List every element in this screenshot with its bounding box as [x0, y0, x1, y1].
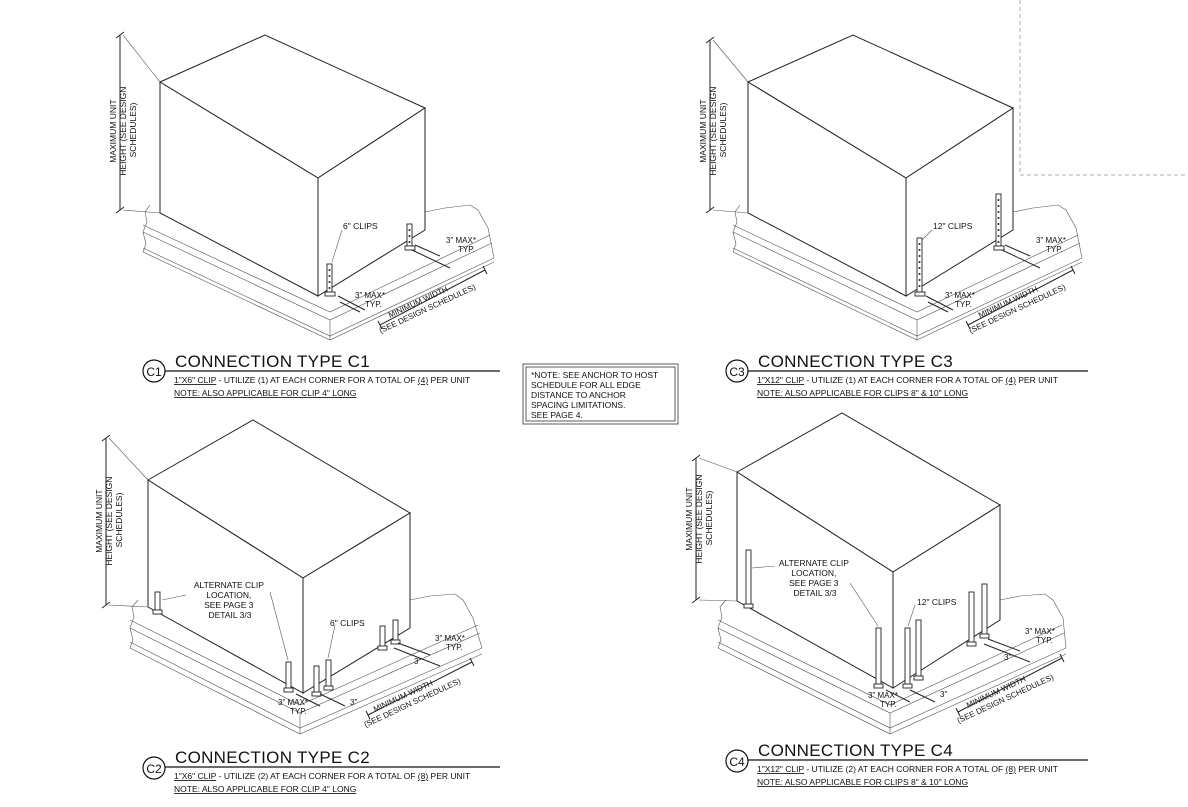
dimensions-c4 — [691, 454, 1065, 717]
note-c4: NOTE: ALSO APPLICABLE FOR CLIPS 8" & 10"… — [757, 777, 968, 787]
detail-c4: MAXIMUM UNIT HEIGHT (SEE DESIGN SCHEDULE… — [684, 412, 1088, 787]
title-block-c4: C4 CONNECTION TYPE C4 1"X12" CLIP - UTIL… — [725, 741, 1088, 787]
title-block-c1: C1 CONNECTION TYPE C1 1"X6" CLIP - UTILI… — [142, 352, 500, 398]
width-label-c2: MINIMUM WIDTH(SEE DESIGN SCHEDULES) — [358, 667, 462, 729]
clip-c1-front — [324, 263, 336, 297]
clip-c3-right — [993, 193, 1005, 251]
title-c1: CONNECTION TYPE C1 — [175, 352, 370, 371]
title-block-c3: C3 CONNECTION TYPE C3 1"X12" CLIP - UTIL… — [725, 352, 1088, 398]
title-block-c2: C2 CONNECTION TYPE C2 1"X6" CLIP - UTILI… — [142, 748, 500, 794]
three-in-right-c2: 3" — [414, 657, 421, 666]
detail-c1: MAXIMUM UNIT HEIGHT (SEE DESIGN SCHEDULE… — [108, 31, 500, 398]
clip-label-c3: 12" CLIPS — [933, 221, 973, 231]
clip-c1-right — [404, 223, 416, 251]
three-in-right-c4: 3" — [1004, 653, 1011, 662]
clip-c3-front — [914, 237, 926, 297]
max-typ-right-c4: 3" MAX*TYP. — [1025, 627, 1055, 645]
anchor-note-box: *NOTE: SEE ANCHOR TO HOST SCHEDULE FOR A… — [522, 363, 679, 425]
hvac-unit-c3 — [746, 34, 1015, 297]
desc-c2: 1"X6" CLIP - UTILIZE (2) AT EACH CORNER … — [174, 771, 470, 781]
curb-base-c1 — [142, 204, 495, 341]
dimensions-c1 — [115, 31, 488, 330]
title-c4: CONNECTION TYPE C4 — [758, 741, 953, 760]
dimensions-c2 — [101, 434, 475, 720]
three-in-front-c4: 3" — [940, 690, 947, 699]
hvac-unit-c2 — [147, 419, 411, 694]
badge-c2 — [142, 756, 166, 780]
dimensions-c3 — [705, 36, 1076, 330]
note-c1: NOTE: ALSO APPLICABLE FOR CLIP 4" LONG — [174, 388, 356, 398]
clip-label-c4: 12" CLIPS — [917, 597, 957, 607]
desc-c4: 1"X12" CLIP - UTILIZE (2) AT EACH CORNER… — [757, 764, 1058, 774]
max-typ-front-c4: 3" MAX*TYP. — [868, 691, 898, 709]
three-in-front-c2: 3" — [350, 698, 357, 707]
max-typ-front-c1: 3" MAX*TYP. — [355, 291, 385, 309]
max-typ-right-c3: 3" MAX*TYP. — [1036, 236, 1066, 254]
height-label-c4: MAXIMUM UNIT HEIGHT (SEE DESIGN SCHEDULE… — [684, 472, 714, 563]
svg-text:C1: C1 — [146, 365, 162, 379]
svg-text:C2: C2 — [146, 762, 162, 776]
badge-c4 — [725, 749, 749, 773]
width-label-c4: MINIMUM WIDTH(SEE DESIGN SCHEDULES) — [951, 663, 1055, 725]
clips-c4 — [743, 549, 990, 689]
height-label-c1: MAXIMUM UNIT HEIGHT (SEE DESIGN SCHEDULE… — [108, 84, 138, 175]
clip-label-c1: 6" CLIPS — [343, 221, 378, 231]
svg-text:C4: C4 — [729, 755, 745, 769]
clips-c2 — [152, 591, 401, 697]
desc-c3: 1"X12" CLIP - UTILIZE (1) AT EACH CORNER… — [757, 375, 1058, 385]
detail-c2: MAXIMUM UNIT HEIGHT (SEE DESIGN SCHEDULE… — [94, 419, 500, 794]
note-c2: NOTE: ALSO APPLICABLE FOR CLIP 4" LONG — [174, 784, 356, 794]
height-label-c2: MAXIMUM UNIT HEIGHT (SEE DESIGN SCHEDULE… — [94, 474, 124, 565]
svg-text:C3: C3 — [729, 365, 745, 379]
max-typ-front-c3: 3" MAX*TYP. — [945, 291, 975, 309]
alt-clip-label-c2: ALTERNATE CLIP LOCATION, SEE PAGE 3 DETA… — [194, 580, 266, 620]
desc-c1: 1"X6" CLIP - UTILIZE (1) AT EACH CORNER … — [174, 375, 470, 385]
clip-label-c2: 6" CLIPS — [330, 618, 365, 628]
detail-c3: MAXIMUM UNIT HEIGHT (SEE DESIGN SCHEDULE… — [698, 34, 1088, 398]
title-c3: CONNECTION TYPE C3 — [758, 352, 953, 371]
title-c2: CONNECTION TYPE C2 — [175, 748, 370, 767]
curb-base-c2 — [129, 593, 483, 735]
max-typ-right-c2: 3" MAX*TYP. — [435, 634, 465, 652]
alt-clip-label-c4: ALTERNATE CLIP LOCATION, SEE PAGE 3 DETA… — [779, 558, 851, 598]
hvac-unit-c1 — [158, 34, 427, 297]
max-typ-right-c1: 3" MAX*TYP. — [446, 236, 476, 254]
sheet-border — [1019, 0, 1188, 176]
note-c3: NOTE: ALSO APPLICABLE FOR CLIPS 8" & 10"… — [757, 388, 968, 398]
max-typ-front-c2: 3" MAX*TYP. — [278, 698, 308, 716]
height-label-c3: MAXIMUM UNIT HEIGHT (SEE DESIGN SCHEDULE… — [698, 84, 728, 175]
note-text: *NOTE: SEE ANCHOR TO HOST SCHEDULE FOR A… — [531, 370, 660, 420]
hvac-unit-c4 — [736, 412, 1001, 689]
